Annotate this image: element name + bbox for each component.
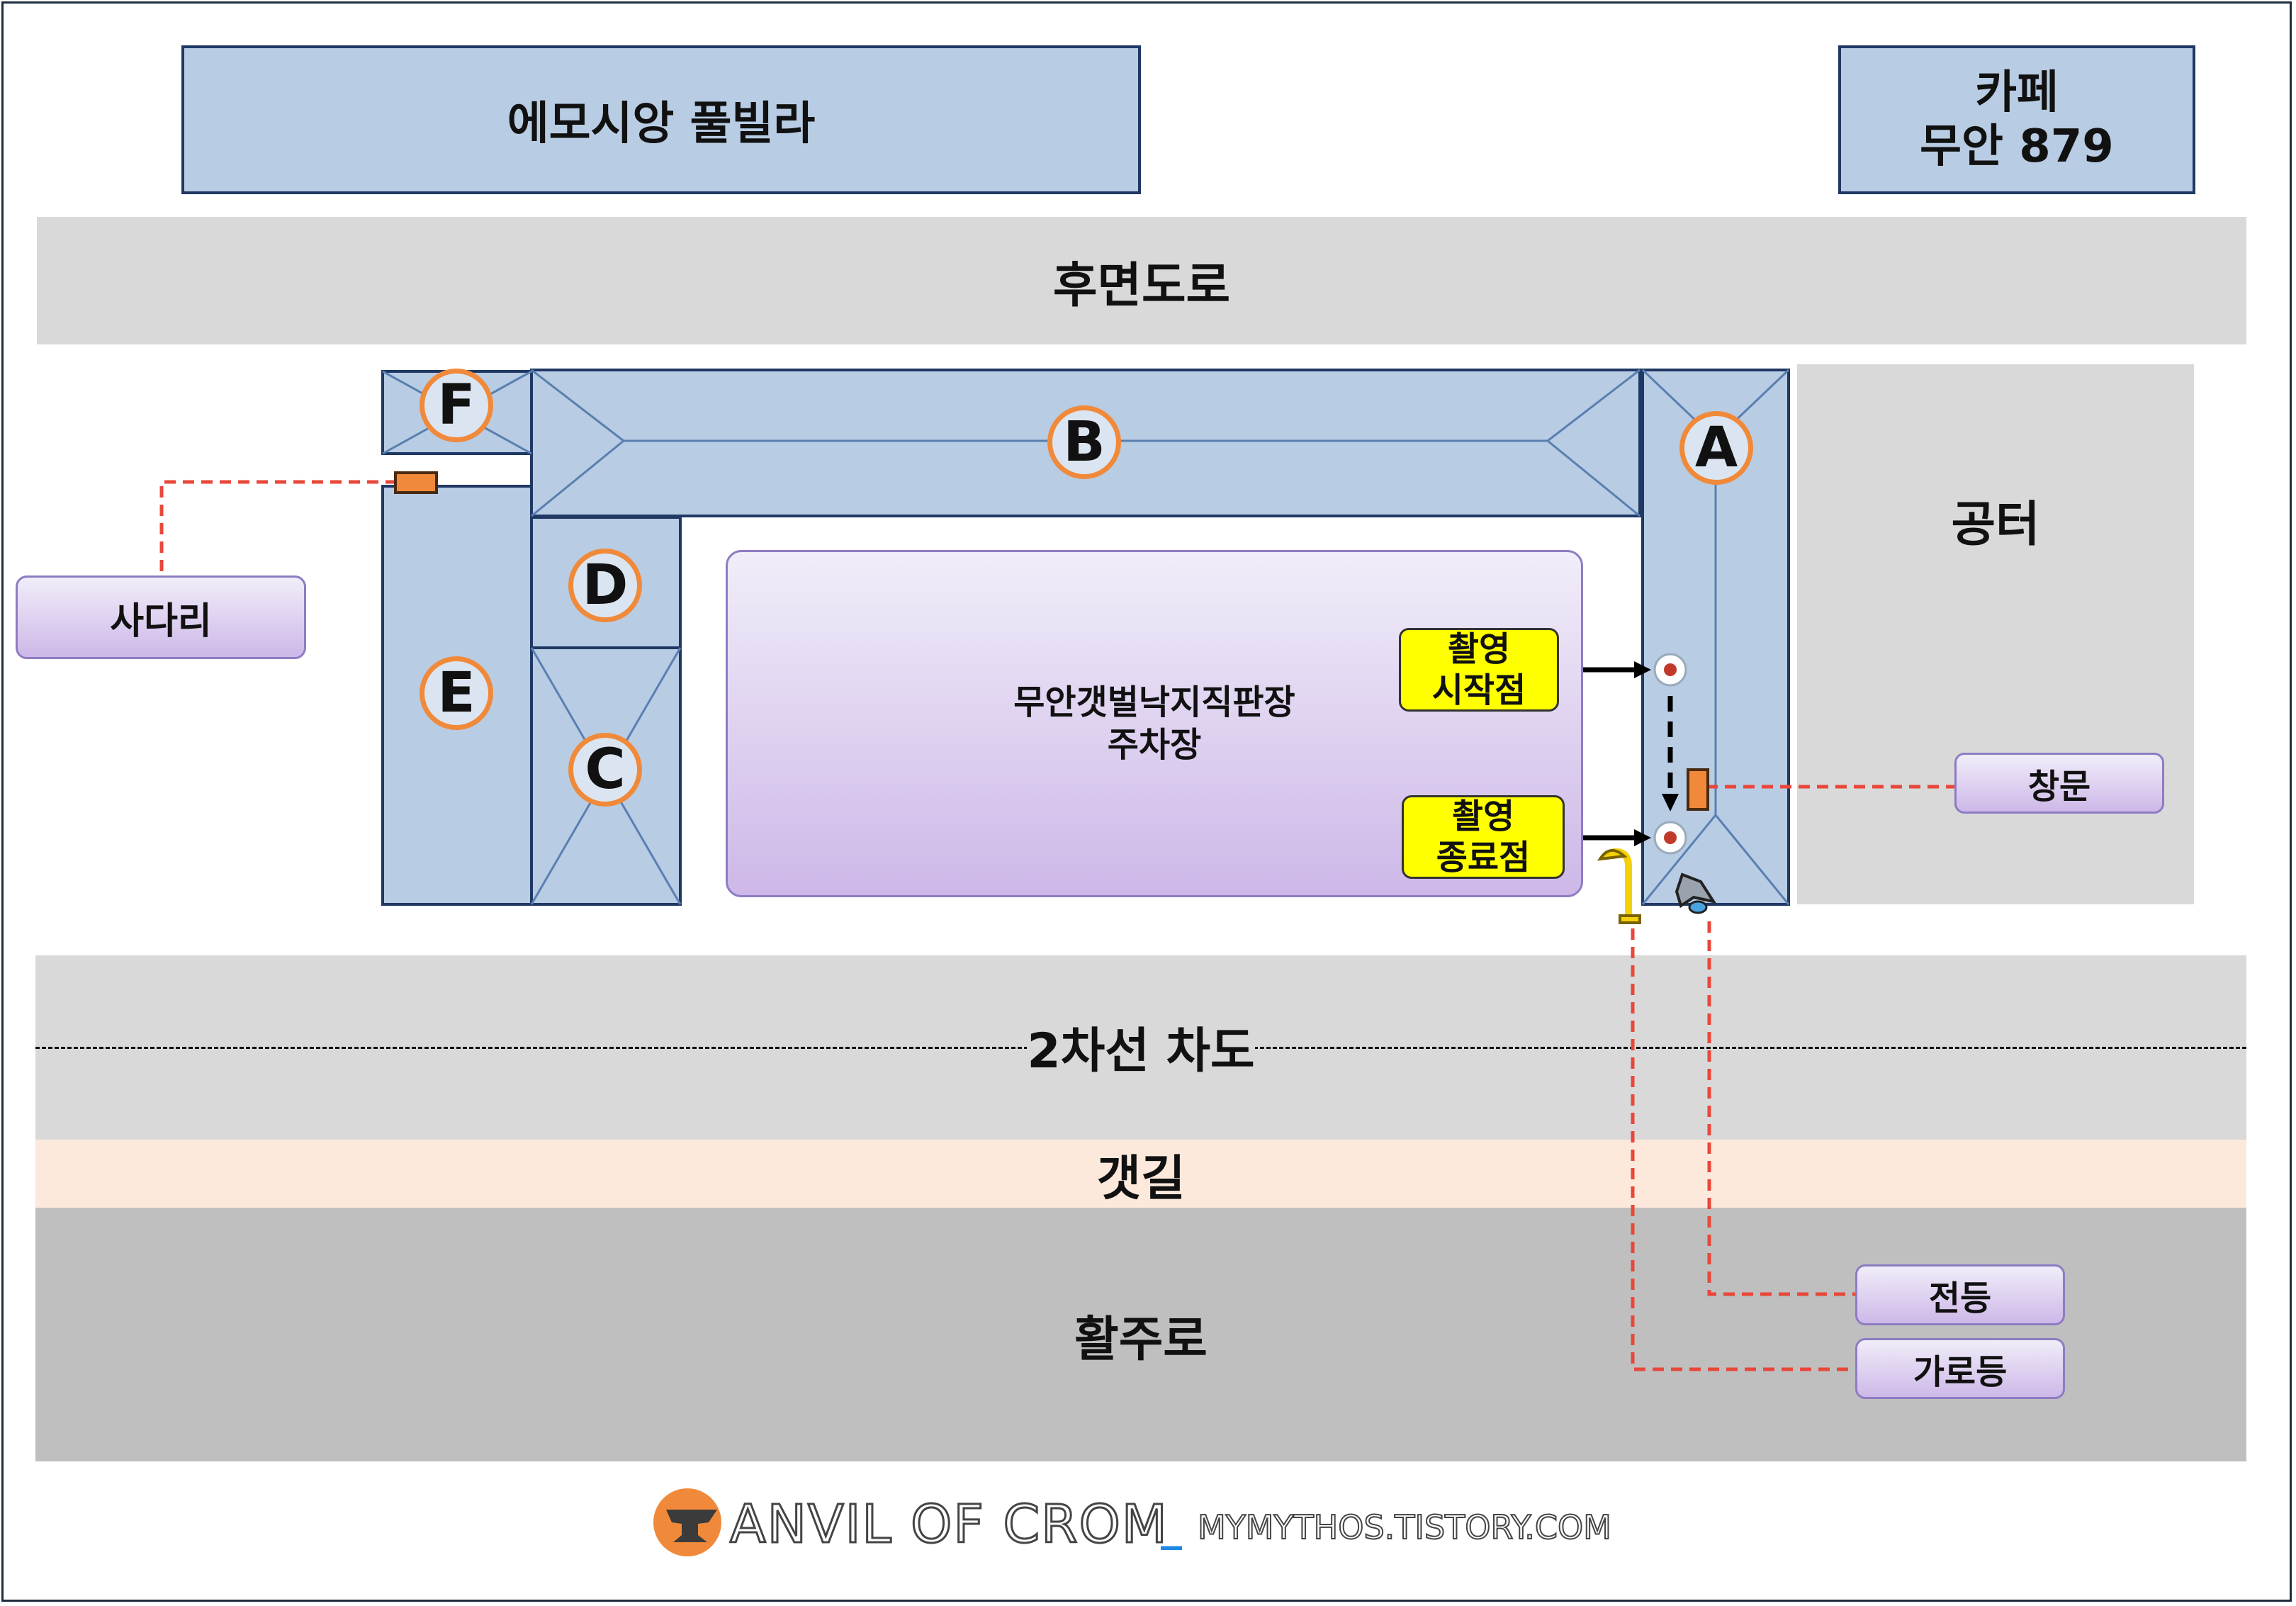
ladder-callout-line [159, 480, 397, 575]
footer-brand-text: ANVIL OF CROM [729, 1493, 1169, 1556]
footer-separator-text: _ [1161, 1501, 1182, 1551]
shoreline-label: 갯길 [1096, 1150, 1186, 1207]
building-a-letter: A [1694, 416, 1738, 480]
streetlight-callout-line [1631, 928, 1855, 1371]
cafe-building: 카페 무안 879 [1838, 45, 2195, 194]
building-e-label: E [420, 656, 493, 730]
building-b-letter: B [1063, 410, 1105, 474]
pool-villa-label: 에모시앙 풀빌라 [507, 98, 816, 150]
street-lamp-icon [1597, 848, 1641, 924]
ladder-callout: 사다리 [16, 575, 306, 659]
cafe-label-line1: 카페 [1975, 67, 2059, 119]
building-b-label: B [1047, 405, 1121, 479]
electric-light-icon [1675, 872, 1717, 914]
footer-site-text: MYMYTHOS.TISTORY.COM [1197, 1507, 1612, 1547]
vacant-lot: 공터 [1797, 364, 2194, 904]
building-f-letter: F [437, 374, 475, 437]
parking-label-line2: 주차장 [1107, 725, 1202, 765]
ladder-label: 사다리 [110, 600, 212, 643]
shooting-start-line2: 시작점 [1431, 670, 1526, 710]
building-f-label: F [420, 369, 493, 442]
building-c-letter: C [585, 738, 626, 802]
rear-road-label: 후면도로 [1052, 257, 1231, 314]
footer-separator: _ [1161, 1501, 1182, 1551]
footer-site: MYMYTHOS.TISTORY.COM [1197, 1507, 1612, 1547]
window-callout: 창문 [1954, 753, 2164, 814]
shooting-start-line1: 촬영 [1447, 629, 1511, 669]
rear-road: 후면도로 [37, 217, 2246, 344]
building-e-letter: E [437, 661, 475, 725]
building-d-label: D [568, 549, 642, 622]
building-d-letter: D [582, 554, 629, 617]
shooting-end-marker: 촬영 종료점 [1402, 795, 1565, 879]
window-label: 창문 [2027, 767, 2091, 807]
parking-label-line1: 무안갯벌낙지직판장 [1013, 683, 1295, 722]
footer-brand: ANVIL OF CROM [729, 1493, 1169, 1556]
cafe-label-line2: 무안 879 [1920, 120, 2114, 173]
electric-light-callout: 전등 [1855, 1264, 2065, 1325]
runway-label: 활주로 [1074, 1311, 1208, 1368]
street-light-label: 가로등 [1913, 1352, 2008, 1392]
building-c-label: C [568, 733, 642, 807]
building-a-label: A [1679, 411, 1753, 485]
shoreline-path: 갯길 [35, 1140, 2246, 1208]
vacant-lot-label: 공터 [1951, 497, 2040, 553]
pool-villa-building: 에모시앙 풀빌라 [181, 45, 1141, 194]
window-marker [1687, 768, 1709, 811]
ladder-marker [394, 471, 438, 494]
parking-lot: 무안갯벌낙지직판장 주차장 [726, 550, 1583, 897]
two-lane-road-label: 2차선 차도 [1027, 1011, 1255, 1082]
light-callout-line [1707, 921, 1855, 1296]
electric-light-label: 전등 [1928, 1279, 1992, 1318]
runway: 활주로 [35, 1208, 2246, 1461]
shooting-end-line1: 촬영 [1451, 797, 1515, 836]
shooting-end-line2: 종료점 [1436, 838, 1531, 877]
street-light-callout: 가로등 [1855, 1338, 2065, 1399]
shooting-start-marker: 촬영 시작점 [1399, 628, 1559, 712]
